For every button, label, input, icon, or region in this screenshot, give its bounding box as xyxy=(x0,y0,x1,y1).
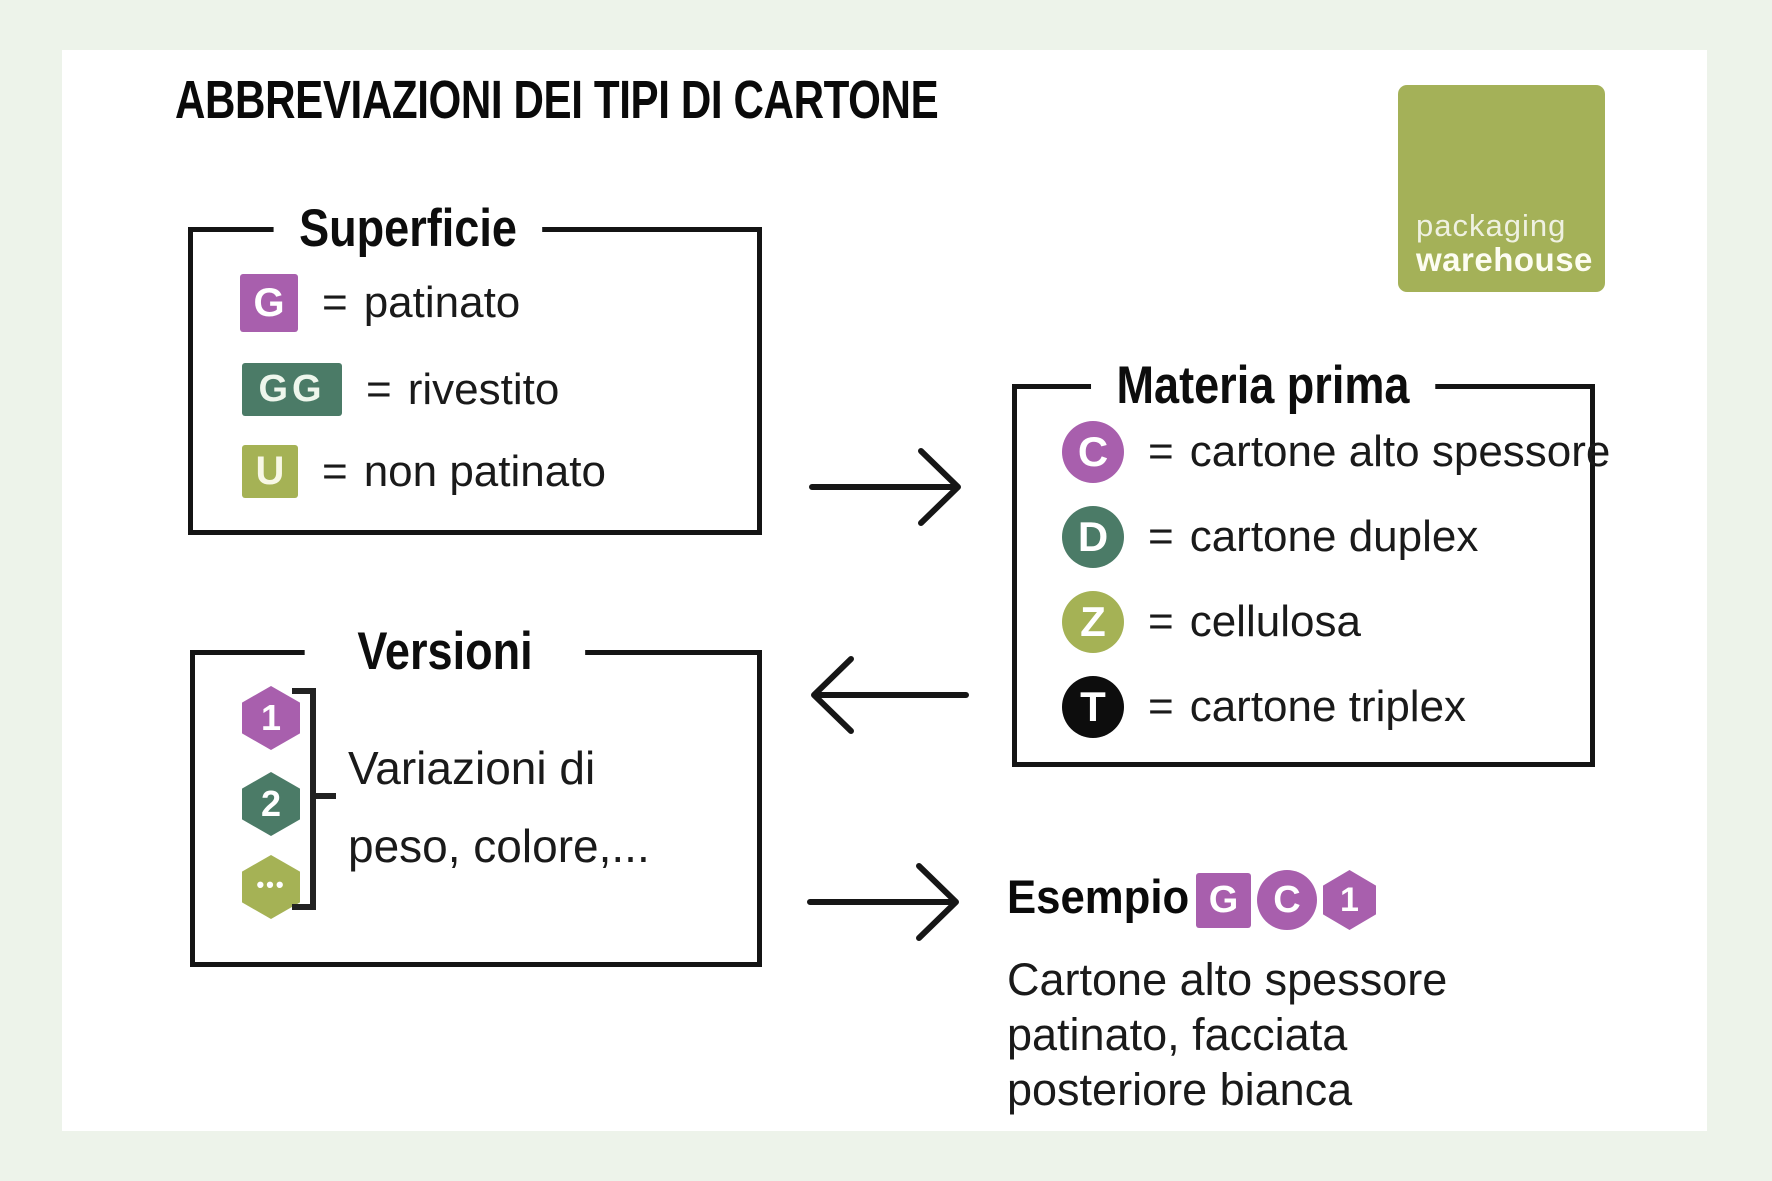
badge-z: Z xyxy=(1062,591,1124,653)
label-patinato: patinato xyxy=(363,278,521,327)
arrow-left-icon xyxy=(811,656,969,734)
legend-label: = cartone duplex xyxy=(1124,512,1478,562)
bracket-vertical xyxy=(310,688,316,910)
bracket-tick-bottom xyxy=(292,904,312,910)
hexagon-1-badge: 1 xyxy=(242,686,300,750)
legend-label: = cartone triplex xyxy=(1124,682,1466,732)
equals-sign: = xyxy=(366,364,392,414)
packaging-warehouse-logo: packaging warehouse xyxy=(1398,85,1605,292)
esempio-badge-g: G xyxy=(1196,872,1251,928)
legend-row-t: T = cartone triplex xyxy=(1062,676,1466,738)
badge-c: C xyxy=(1062,421,1124,483)
legend-label: = cartone alto spessore xyxy=(1124,427,1610,477)
arrow-right-icon xyxy=(807,863,959,941)
legend-row-d: D = cartone duplex xyxy=(1062,506,1478,568)
badge-u: U xyxy=(242,445,298,498)
legend-label: = patinato xyxy=(298,278,520,328)
legend-label: = rivestito xyxy=(342,365,559,415)
legend-row-gg: GG = rivestito xyxy=(242,363,559,416)
materia-prima-box: Materia prima C = cartone alto spessore … xyxy=(1012,355,1610,767)
label-rivestito: rivestito xyxy=(407,364,560,414)
label-cellulosa: cellulosa xyxy=(1189,597,1361,646)
equals-sign: = xyxy=(322,446,348,496)
materia-prima-box-title: Materia prima xyxy=(1090,355,1435,417)
badge-gg: GG xyxy=(242,363,342,416)
equals-sign: = xyxy=(1148,682,1174,731)
esempio-badges: G C 1 xyxy=(1196,870,1376,930)
legend-label: = non patinato xyxy=(298,447,606,497)
legend-row-c: C = cartone alto spessore xyxy=(1062,421,1610,483)
legend-row-z: Z = cellulosa xyxy=(1062,591,1361,653)
versioni-box: Versioni 1 2 ••• Variazioni di peso, col… xyxy=(190,621,762,967)
badge-g: G xyxy=(240,274,298,332)
bracket-tick-top xyxy=(292,688,312,694)
versioni-note-line2: peso, colore,... xyxy=(348,820,650,872)
versioni-note: Variazioni di peso, colore,... xyxy=(348,729,698,885)
esempio-description: Cartone alto spessore patinato, facciata… xyxy=(1007,952,1447,1117)
esempio-description-line3: posteriore bianca xyxy=(1007,1064,1353,1115)
label-cartone-alto-spessore: cartone alto spessore xyxy=(1189,427,1611,476)
badge-d: D xyxy=(1062,506,1124,568)
superficie-box: Superficie G = patinato GG = rivestito U… xyxy=(188,198,762,535)
label-cartone-triplex: cartone triplex xyxy=(1189,682,1467,731)
hexagon-2-badge: 2 xyxy=(242,772,300,836)
bracket-tick-middle xyxy=(316,793,336,799)
logo-line-packaging: packaging xyxy=(1416,207,1567,243)
equals-sign: = xyxy=(1148,597,1174,646)
esempio-badge-c: C xyxy=(1257,870,1317,930)
label-non-patinato: non patinato xyxy=(363,446,606,496)
logo-text: packaging warehouse xyxy=(1416,207,1593,279)
label-cartone-duplex: cartone duplex xyxy=(1189,512,1479,561)
equals-sign: = xyxy=(1148,427,1174,476)
equals-sign: = xyxy=(322,278,348,327)
esempio-description-line2: patinato, facciata xyxy=(1007,1009,1348,1060)
page-title: ABBREVIAZIONI DEI TIPI DI CARTONE xyxy=(175,70,939,130)
equals-sign: = xyxy=(1148,512,1174,561)
superficie-box-title: Superficie xyxy=(273,198,543,260)
legend-row-u: U = non patinato xyxy=(242,445,606,498)
esempio-description-line1: Cartone alto spessore xyxy=(1007,954,1448,1005)
legend-row-g: G = patinato xyxy=(240,274,520,332)
esempio-title: Esempio xyxy=(1007,870,1190,923)
logo-line-warehouse: warehouse xyxy=(1416,241,1593,279)
legend-label: = cellulosa xyxy=(1124,597,1361,647)
esempio-badge-1: 1 xyxy=(1323,870,1376,930)
arrow-right-icon xyxy=(809,448,961,526)
versioni-box-title: Versioni xyxy=(304,621,586,683)
badge-t: T xyxy=(1062,676,1124,738)
versioni-note-line1: Variazioni di xyxy=(348,742,596,794)
